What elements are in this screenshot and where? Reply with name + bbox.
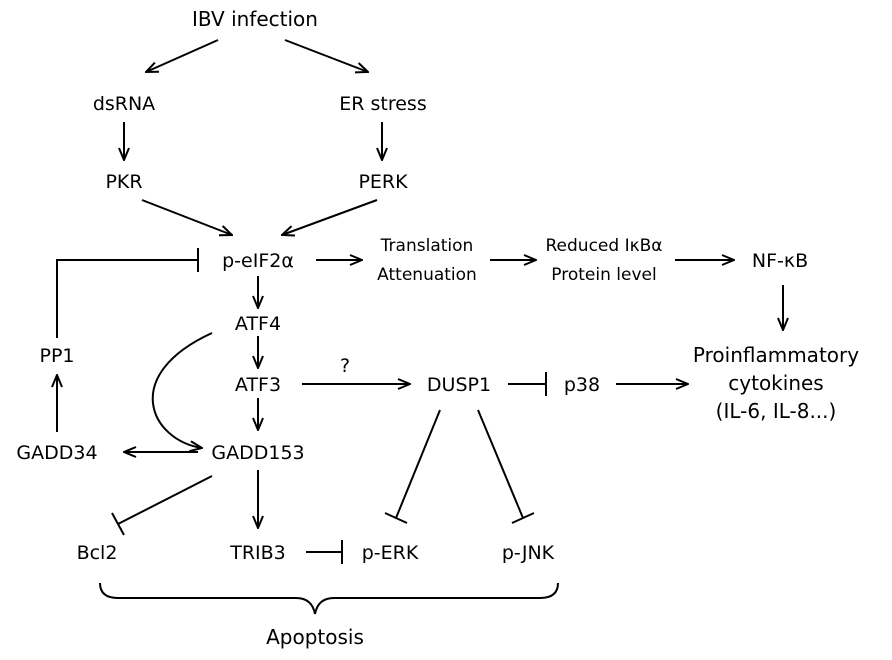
node-trib3: TRIB3 [229,542,286,564]
node-p-eif2a: p-eIF2α [222,250,294,272]
edge-atf4-gadd153-curve [151,332,213,448]
edge-perk-peif2a [282,199,378,235]
edge-dusp1-perk-bar [384,512,408,524]
node-attenuation: Attenuation [377,265,477,285]
node-nf-kb: NF-κB [752,250,808,272]
node-pp1: PP1 [39,345,74,367]
edge-gadd153-bcl2 [117,475,213,525]
node-gadd153: GADD153 [211,442,304,464]
node-dusp1: DUSP1 [427,374,491,396]
node-p38: p38 [564,374,600,396]
node-p-erk: p-ERK [362,542,419,564]
edge-gadd153-bcl2-bar [111,512,125,536]
edges [56,39,783,615]
node-gadd34: GADD34 [16,442,97,464]
node-proinflammatory: Proinflammatory [693,343,859,367]
nodes: IBV infection dsRNA ER stress PKR PERK p… [16,7,859,649]
edge-ibv-dsrna [146,39,219,72]
edge-pp1-peif2a [56,259,198,338]
node-ibv-infection: IBV infection [192,7,318,31]
edge-pkr-peif2a [141,199,232,235]
node-perk: PERK [358,171,408,193]
node-translation: Translation [380,236,474,256]
node-pkr: PKR [105,171,142,193]
node-er-stress: ER stress [339,93,426,115]
edge-dusp1-perk [395,409,441,519]
edge-dusp1-pjnk-bar [511,512,535,524]
node-atf4: ATF4 [235,313,281,335]
node-protein-level: Protein level [551,265,656,285]
edge-dusp1-pjnk [477,409,524,519]
node-dsrna: dsRNA [93,93,155,115]
node-cytokines: cytokines [728,371,823,395]
edge-ibv-erstress [284,39,368,72]
node-atf3: ATF3 [235,374,281,396]
node-bcl2: Bcl2 [77,542,118,564]
node-apoptosis: Apoptosis [266,625,364,649]
apoptosis-brace [99,582,559,615]
node-reduced-ikba: Reduced IκBα [546,236,663,256]
node-il-list: (IL-6, IL-8...) [716,399,837,423]
node-question-mark: ? [340,355,350,377]
node-p-jnk: p-JNK [502,542,555,564]
